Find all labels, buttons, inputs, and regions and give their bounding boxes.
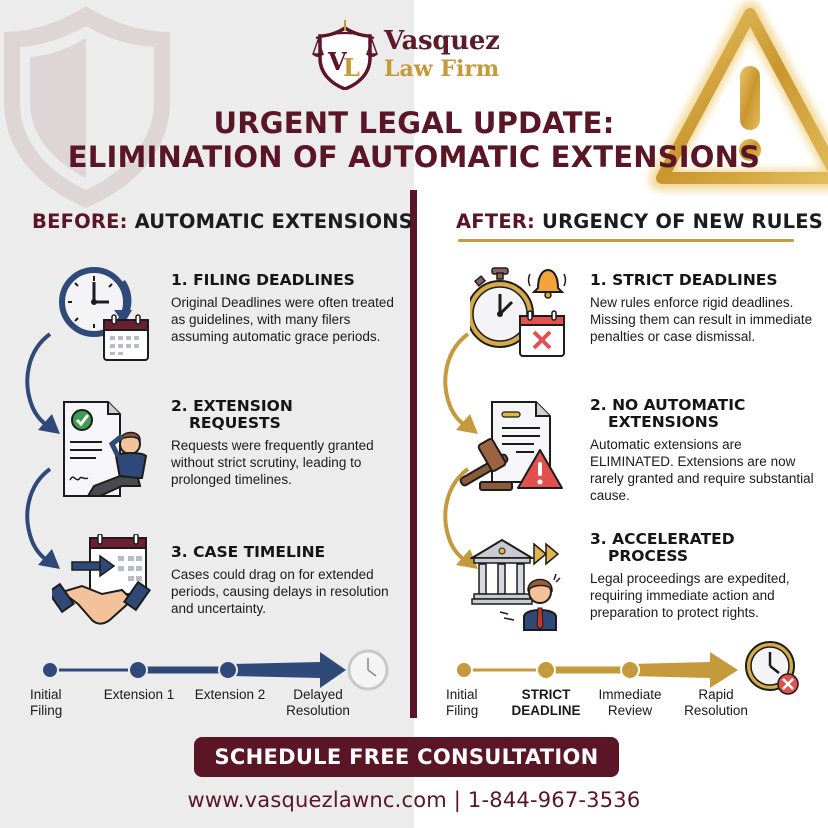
title-line-1: URGENT LEGAL UPDATE:	[213, 106, 615, 140]
warning-triangle-icon	[649, 1, 828, 191]
after-item-3: 3. ACCELERATED PROCESS Legal proceedings…	[590, 531, 820, 621]
after-heading: AFTER: URGENCY OF NEW RULES	[456, 210, 823, 233]
timeline-node	[218, 660, 238, 680]
after-heading-underline	[458, 239, 794, 242]
svg-text:V: V	[327, 47, 347, 76]
after-item-3-title: 3. ACCELERATED PROCESS	[590, 531, 820, 565]
firm-name-primary: Vasquez	[384, 26, 500, 56]
after-heading-accent: AFTER:	[456, 210, 536, 233]
before-timeline	[41, 649, 389, 691]
contact-info[interactable]: www.vasquezlawnc.com | 1-844-967-3536	[187, 788, 641, 812]
before-heading-accent: BEFORE:	[32, 210, 128, 233]
flow-arrow-down-icon	[443, 332, 478, 434]
before-item-1-title: 1. FILING DEADLINES	[171, 271, 355, 289]
title-line-2: ELIMINATION OF AUTOMATIC EXTENSIONS	[67, 140, 761, 174]
after-item-3-desc: Legal proceedings are expedited, requiri…	[590, 571, 790, 620]
courthouse-fast-forward-stressed-person-icon	[470, 538, 561, 631]
after-item-2: 2. NO AUTOMATIC EXTENSIONS Automatic ext…	[590, 397, 820, 504]
approved-document-relaxed-person-icon	[63, 401, 148, 497]
before-item-1: 1. FILING DEADLINES Original Deadlines w…	[171, 272, 401, 345]
timeline-node	[455, 661, 473, 679]
after-item-1-desc: New rules enforce rigid deadlines. Missi…	[590, 295, 813, 344]
handshake-calendar-icon	[52, 534, 152, 625]
column-divider	[410, 190, 417, 718]
before-item-2-title: 2. EXTENSION REQUESTS	[171, 398, 406, 432]
shield-watermark-icon	[4, 6, 170, 208]
schedule-consultation-button[interactable]: SCHEDULE FREE CONSULTATION	[194, 737, 619, 777]
after-item-2-desc: Automatic extensions are ELIMINATED. Ext…	[590, 437, 814, 503]
after-heading-text: URGENCY OF NEW RULES	[535, 210, 824, 233]
svg-text:L: L	[343, 53, 360, 82]
timeline-node	[536, 660, 556, 680]
before-item-3-title: 3. CASE TIMELINE	[171, 543, 326, 561]
before-item-3: 3. CASE TIMELINE Cases could drag on for…	[171, 544, 401, 617]
after-item-2-title: 2. NO AUTOMATIC EXTENSIONS	[590, 397, 820, 431]
flow-arrow-down-icon	[25, 467, 60, 569]
before-item-2: 2. EXTENSION REQUESTS Requests were freq…	[171, 398, 406, 488]
before-item-2-desc: Requests were frequently granted without…	[171, 438, 374, 487]
after-item-3-title-line2: PROCESS	[608, 547, 689, 565]
firm-logo: V L Vasquez Law Firm	[312, 18, 500, 90]
gavel-document-warning-icon	[459, 401, 563, 491]
before-timeline-label-2: Extension 1	[103, 687, 175, 702]
scales-of-justice-shield-icon: V L	[312, 20, 378, 90]
before-item-2-title-line2: REQUESTS	[189, 414, 281, 432]
after-item-1: 1. STRICT DEADLINES New rules enforce ri…	[590, 272, 815, 345]
after-item-3-title-line1: 3. ACCELERATED	[590, 530, 735, 548]
before-heading: BEFORE: AUTOMATIC EXTENSIONS	[32, 210, 413, 233]
before-item-2-title-line1: 2. EXTENSION	[171, 397, 293, 415]
timeline-node	[128, 660, 148, 680]
timeline-node	[620, 660, 640, 680]
flow-arrow-down-icon	[443, 467, 478, 569]
before-timeline-label-3: Extension 2	[194, 687, 266, 702]
before-item-1-desc: Original Deadlines were often treated as…	[171, 295, 394, 344]
clock-cancel-icon	[745, 641, 799, 695]
timeline-node	[41, 661, 59, 679]
firm-name-secondary: Law Firm	[384, 56, 500, 82]
after-item-2-title-line2: EXTENSIONS	[608, 413, 719, 431]
after-item-1-title: 1. STRICT DEADLINES	[590, 271, 778, 289]
after-timeline	[455, 641, 799, 695]
clock-calendar-icon	[59, 267, 149, 361]
after-item-2-title-line1: 2. NO AUTOMATIC	[590, 396, 746, 414]
gray-clock-icon	[347, 649, 389, 691]
before-item-3-desc: Cases could drag on for extended periods…	[171, 567, 389, 616]
flow-arrow-down-icon	[25, 332, 60, 434]
before-heading-text: AUTOMATIC EXTENSIONS	[127, 210, 413, 233]
stopwatch-alarm-calendar-x-icon	[470, 267, 567, 357]
page-title: URGENT LEGAL UPDATE: ELIMINATION OF AUTO…	[0, 106, 828, 174]
